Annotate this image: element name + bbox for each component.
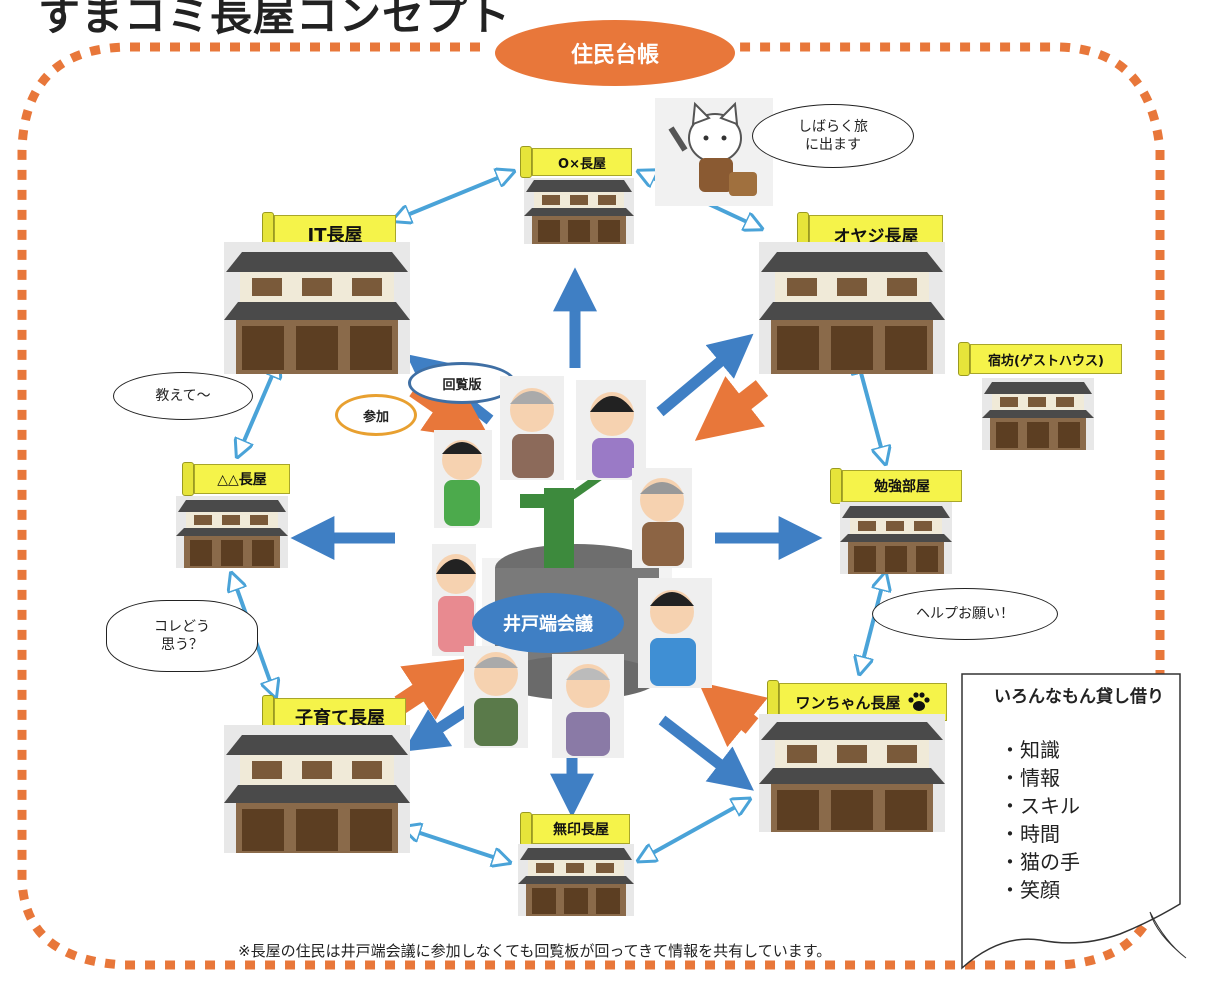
house-oyaji: オヤジ長屋 bbox=[757, 212, 947, 377]
house-study: 勉強部屋 bbox=[830, 468, 964, 574]
lending-note bbox=[961, 673, 1187, 970]
lending-item: ・時間 bbox=[1000, 822, 1060, 846]
house-oyaji-image bbox=[759, 242, 945, 374]
house-guesthouse-image bbox=[982, 378, 1094, 450]
house-kosodate-image bbox=[224, 725, 410, 853]
blue-arrow-wanchan bbox=[658, 715, 754, 791]
house-wanchan: ワンちゃん長屋 bbox=[757, 680, 947, 832]
bubble-think: コレどう 思う？ bbox=[106, 600, 258, 672]
double-arrow-study-wanchan bbox=[860, 575, 885, 672]
lending-item: ・笑顔 bbox=[1000, 878, 1060, 902]
house-it-image bbox=[224, 242, 410, 374]
bubble-teach: 教えて～ bbox=[113, 372, 253, 420]
house-mujirushi-label: 無印長屋 bbox=[532, 814, 630, 844]
house-triangle-label: △△長屋 bbox=[194, 464, 290, 494]
house-ox-label: O×長屋 bbox=[532, 148, 632, 176]
lending-item: ・スキル bbox=[1000, 794, 1080, 818]
double-arrow-mujirushi-wanchan bbox=[640, 800, 748, 860]
house-guesthouse-label: 宿坊(ゲストハウス) bbox=[970, 344, 1122, 374]
house-it: IT長屋 bbox=[222, 212, 412, 374]
people-illustration bbox=[432, 376, 712, 758]
orange-arrow-wanchan bbox=[698, 681, 768, 748]
person-grandpa-bottom bbox=[464, 646, 528, 748]
person-grandma-top bbox=[500, 376, 564, 480]
resident-registry-badge: 住民台帳 bbox=[495, 20, 735, 86]
page-title: すまコミ長屋コンセプト bbox=[38, 0, 512, 40]
orange-arrow-kosodate bbox=[394, 657, 472, 720]
house-study-image bbox=[840, 502, 952, 574]
house-triangle-image bbox=[176, 496, 288, 568]
lending-title: いろんなもん貸し借り bbox=[994, 687, 1164, 707]
person-grandma-bottom bbox=[552, 654, 624, 758]
house-study-label: 勉強部屋 bbox=[842, 470, 962, 502]
orange-arrow-oyaji bbox=[694, 376, 769, 441]
traveling-cat-illustration bbox=[655, 98, 773, 206]
paw-icon bbox=[907, 692, 930, 711]
house-triangle: △△長屋 bbox=[172, 462, 292, 570]
double-arrow-oyaji-study bbox=[857, 358, 885, 462]
well-meeting-label: 井戸端会議 bbox=[472, 593, 624, 653]
house-wanchan-image bbox=[759, 714, 945, 832]
double-arrow-it-triangle bbox=[238, 362, 278, 455]
house-guesthouse: 宿坊(ゲストハウス) bbox=[958, 342, 1124, 454]
participate-tag: 参加 bbox=[335, 394, 417, 436]
person-tshirt-man bbox=[434, 430, 492, 528]
bubble-travel: しばらく旅 に出ます bbox=[752, 104, 914, 168]
double-arrow-kosodate-mujirushi bbox=[405, 828, 508, 862]
footnote: ※長屋の住民は井戸端会議に参加しなくても回覧板が回ってきて情報を共有しています。 bbox=[238, 942, 832, 960]
house-kosodate: 子育て長屋 bbox=[222, 695, 412, 855]
house-ox-image bbox=[524, 178, 634, 244]
lending-item: ・情報 bbox=[1000, 766, 1060, 790]
house-ox: O×長屋 bbox=[520, 146, 638, 248]
lending-item: ・知識 bbox=[1000, 738, 1060, 762]
person-man-right bbox=[638, 578, 712, 688]
house-mujirushi-image bbox=[518, 844, 634, 916]
house-mujirushi: 無印長屋 bbox=[514, 812, 638, 916]
orange-arrows bbox=[394, 376, 769, 748]
person-woman-top bbox=[576, 380, 646, 480]
circulation-tag: 回覧版 bbox=[408, 362, 516, 404]
lending-item: ・猫の手 bbox=[1000, 850, 1080, 874]
double-arrow-it-ox bbox=[395, 172, 512, 220]
person-grandpa-right bbox=[632, 468, 692, 568]
person-woman-left bbox=[432, 544, 476, 656]
bubble-help: ヘルプお願い！ bbox=[872, 588, 1058, 640]
